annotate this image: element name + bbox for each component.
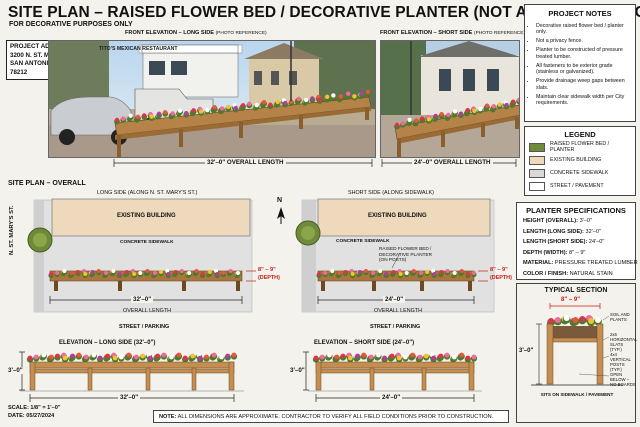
legend-item: CONCRETE SIDEWALK bbox=[529, 168, 635, 178]
legend-heading: LEGEND bbox=[564, 130, 596, 139]
footer-note: NOTE: ALL DIMENSIONS ARE APPROXIMATE. CO… bbox=[153, 410, 509, 423]
spec-list: HEIGHT (OVERALL): 3'–0" LENGTH (LONG SIDE… bbox=[517, 216, 638, 279]
typical-section-heading: TYPICAL SECTION bbox=[544, 287, 608, 294]
project-note-item: Planter to be constructed of pressure tr… bbox=[536, 47, 635, 60]
page-title: SITE PLAN – RAISED FLOWER BED / DECORATI… bbox=[8, 4, 640, 21]
short-length-note: OVERALL LENGTH bbox=[374, 308, 423, 314]
page-subtitle: FOR DECORATIVE PURPOSES ONLY bbox=[9, 21, 133, 28]
callout-soil: SOIL AND PLANTS bbox=[610, 312, 630, 322]
photo-long-dimension: 32'–0" OVERALL LENGTH bbox=[205, 159, 286, 166]
project-note-item: Provide drainage weep gaps between slats… bbox=[536, 78, 635, 91]
short-building-label: EXISTING BUILDING bbox=[368, 213, 427, 219]
legend-swatch bbox=[529, 168, 545, 178]
long-depth: 8" – 9" bbox=[258, 267, 276, 273]
scale-date-block: SCALE: 1/8" = 1'–0" DATE: 05/27/2024 bbox=[8, 405, 61, 420]
elevation-short-height: 3'–0" bbox=[290, 367, 305, 374]
spec-row: LENGTH (SHORT SIDE): 24'–0" bbox=[523, 239, 605, 245]
restaurant-sign: TITO'S MEXICAN RESTAURANT bbox=[99, 46, 178, 52]
project-note-item: Decorative raised flower bed / planter o… bbox=[536, 23, 635, 36]
section-width: 8" – 9" bbox=[561, 297, 581, 303]
section-base-note: SITS ON SIDEWALK / PAVEMENT bbox=[540, 392, 614, 397]
callout-posts: 4x4 VERTICAL POSTS (TYP.) bbox=[610, 352, 631, 372]
short-depth-note: (DEPTH) bbox=[490, 275, 512, 281]
specs-panel: PLANTER SPECIFICATIONS HEIGHT (OVERALL):… bbox=[516, 202, 638, 280]
address-line-2: SAN ANTONIO, TX 78212 bbox=[10, 60, 65, 76]
elevation-short-heading: ELEVATION – SHORT SIDE (24'–0") bbox=[314, 340, 415, 346]
legend-item: STREET / PAVEMENT bbox=[529, 181, 635, 191]
short-length: 24'–0" bbox=[383, 296, 406, 303]
short-depth: 8" – 9" bbox=[490, 267, 508, 273]
spec-row: DEPTH (WIDTH): 8" – 9" bbox=[523, 249, 586, 256]
site-plan-heading: SITE PLAN – OVERALL bbox=[8, 180, 86, 187]
photo-short-caption: FRONT ELEVATION – SHORT SIDE (PHOTO REFE… bbox=[380, 30, 526, 36]
short-sidewalk-label: CONCRETE SIDEWALK bbox=[336, 239, 390, 244]
long-length: 32'–0" bbox=[131, 296, 154, 303]
legend-panel: LEGEND RAISED FLOWER BED / PLANTER EXISTI… bbox=[524, 126, 636, 196]
project-note-item: Maintain clear sidewalk width per City r… bbox=[536, 94, 635, 107]
spec-row: LENGTH (LONG SIDE): 32'–0" bbox=[523, 228, 601, 235]
legend-label: EXISTING BUILDING bbox=[550, 157, 602, 163]
elevation-long-heading: ELEVATION – LONG SIDE (32'–0") bbox=[59, 340, 156, 346]
legend-item: RAISED FLOWER BED / PLANTER bbox=[529, 141, 635, 153]
legend-swatch bbox=[529, 155, 545, 165]
elevation-long-height: 3'–0" bbox=[8, 367, 23, 374]
legend-label: CONCRETE SIDEWALK bbox=[550, 170, 609, 176]
long-depth-note: (DEPTH) bbox=[258, 275, 280, 281]
legend-swatch bbox=[529, 142, 545, 152]
specs-heading: PLANTER SPECIFICATIONS bbox=[526, 206, 626, 215]
short-planter-note: RAISED FLOWER BED / DECORATIVE PLANTER (… bbox=[379, 246, 433, 263]
project-note-item: Not a privacy fence. bbox=[536, 38, 635, 44]
address-line-1: 3200 N. ST. MARY'S ST. bbox=[10, 51, 79, 59]
legend-label: STREET / PAVEMENT bbox=[550, 183, 604, 189]
long-street-label: STREET / PARKING bbox=[119, 324, 170, 330]
spec-row: COLOR / FINISH: NATURAL STAIN bbox=[523, 270, 613, 277]
spec-row: HEIGHT (OVERALL): 3'–0" bbox=[523, 218, 592, 224]
spec-row: MATERIAL: PRESSURE TREATED LUMBER bbox=[523, 260, 638, 266]
project-notes-panel: PROJECT NOTES Decorative raised flower b… bbox=[524, 4, 636, 122]
legend-list: RAISED FLOWER BED / PLANTER EXISTING BUIL… bbox=[525, 141, 635, 191]
date-label: DATE: 05/27/2024 bbox=[8, 412, 55, 419]
scale-label: SCALE: 1/8" = 1'–0" bbox=[8, 405, 61, 411]
long-length-note: OVERALL LENGTH bbox=[123, 308, 172, 314]
typical-section-drawing bbox=[531, 303, 623, 386]
photo-short-side bbox=[380, 40, 520, 158]
callout-slats: 2x6 HORIZONTAL SLATS (TYP.) bbox=[610, 332, 638, 352]
photo-long-side: TITO'S MEXICAN RESTAURANT bbox=[48, 40, 376, 158]
short-street-label: STREET / PARKING bbox=[370, 324, 421, 330]
site-long-heading: LONG SIDE (ALONG N. ST. MARY'S ST.) bbox=[97, 190, 198, 196]
callout-open-below: OPEN BELOW – NO BOARDS bbox=[610, 372, 636, 387]
legend-item: EXISTING BUILDING bbox=[529, 155, 635, 165]
typical-section-panel: TYPICAL SECTION 8" – 9" 3'–0" SOIL AND P… bbox=[516, 283, 638, 423]
project-notes-heading: PROJECT NOTES bbox=[548, 9, 612, 18]
long-sidewalk-label: CONCRETE SIDEWALK bbox=[120, 240, 174, 245]
legend-swatch bbox=[529, 181, 545, 191]
photo-short-dimension: 24'–0" OVERALL LENGTH bbox=[412, 159, 493, 166]
north-label: N bbox=[277, 197, 283, 204]
elevation-long-length: 32'–0" bbox=[118, 394, 141, 401]
site-short-heading: SHORT SIDE (ALONG SIDEWALK) bbox=[348, 190, 434, 196]
long-building-label: EXISTING BUILDING bbox=[117, 213, 176, 219]
project-note-item: All fasteners to be exterior grade (stai… bbox=[536, 63, 635, 76]
elevation-short-length: 24'–0" bbox=[380, 394, 403, 401]
address-heading: PROJECT ADDRESS: bbox=[10, 43, 74, 50]
section-height: 3'–0" bbox=[519, 348, 534, 354]
legend-label: RAISED FLOWER BED / PLANTER bbox=[550, 141, 610, 153]
photo-long-caption: FRONT ELEVATION – LONG SIDE (PHOTO REFER… bbox=[125, 30, 267, 36]
project-notes-list: Decorative raised flower bed / planter o… bbox=[525, 23, 635, 106]
